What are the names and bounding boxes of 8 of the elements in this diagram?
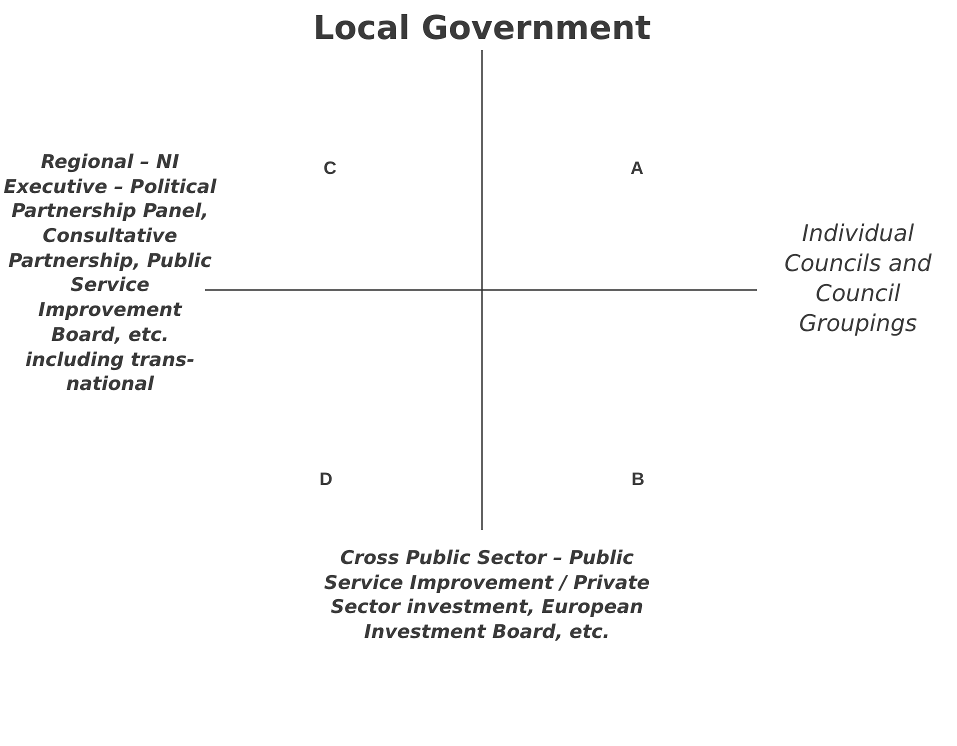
quadrant-letter: D [318,469,334,491]
quadrant-letter: C [322,158,338,180]
axis-label: Local Government [312,8,652,48]
axis-label: Regional – NI Executive – Political Partnership Panel, Consultative Partnership, Public Service Improvement Board, etc. including trans-national [3,150,217,397]
axis-label: Cross Public Sector – Public Service Improvement / Private Sector investment, European Investment Board, etc. [323,546,651,645]
quadrant-letter: B [630,469,646,491]
quadrant-letter: A [630,158,644,180]
axis-label: Individual Councils and Council Groupings [783,220,933,339]
